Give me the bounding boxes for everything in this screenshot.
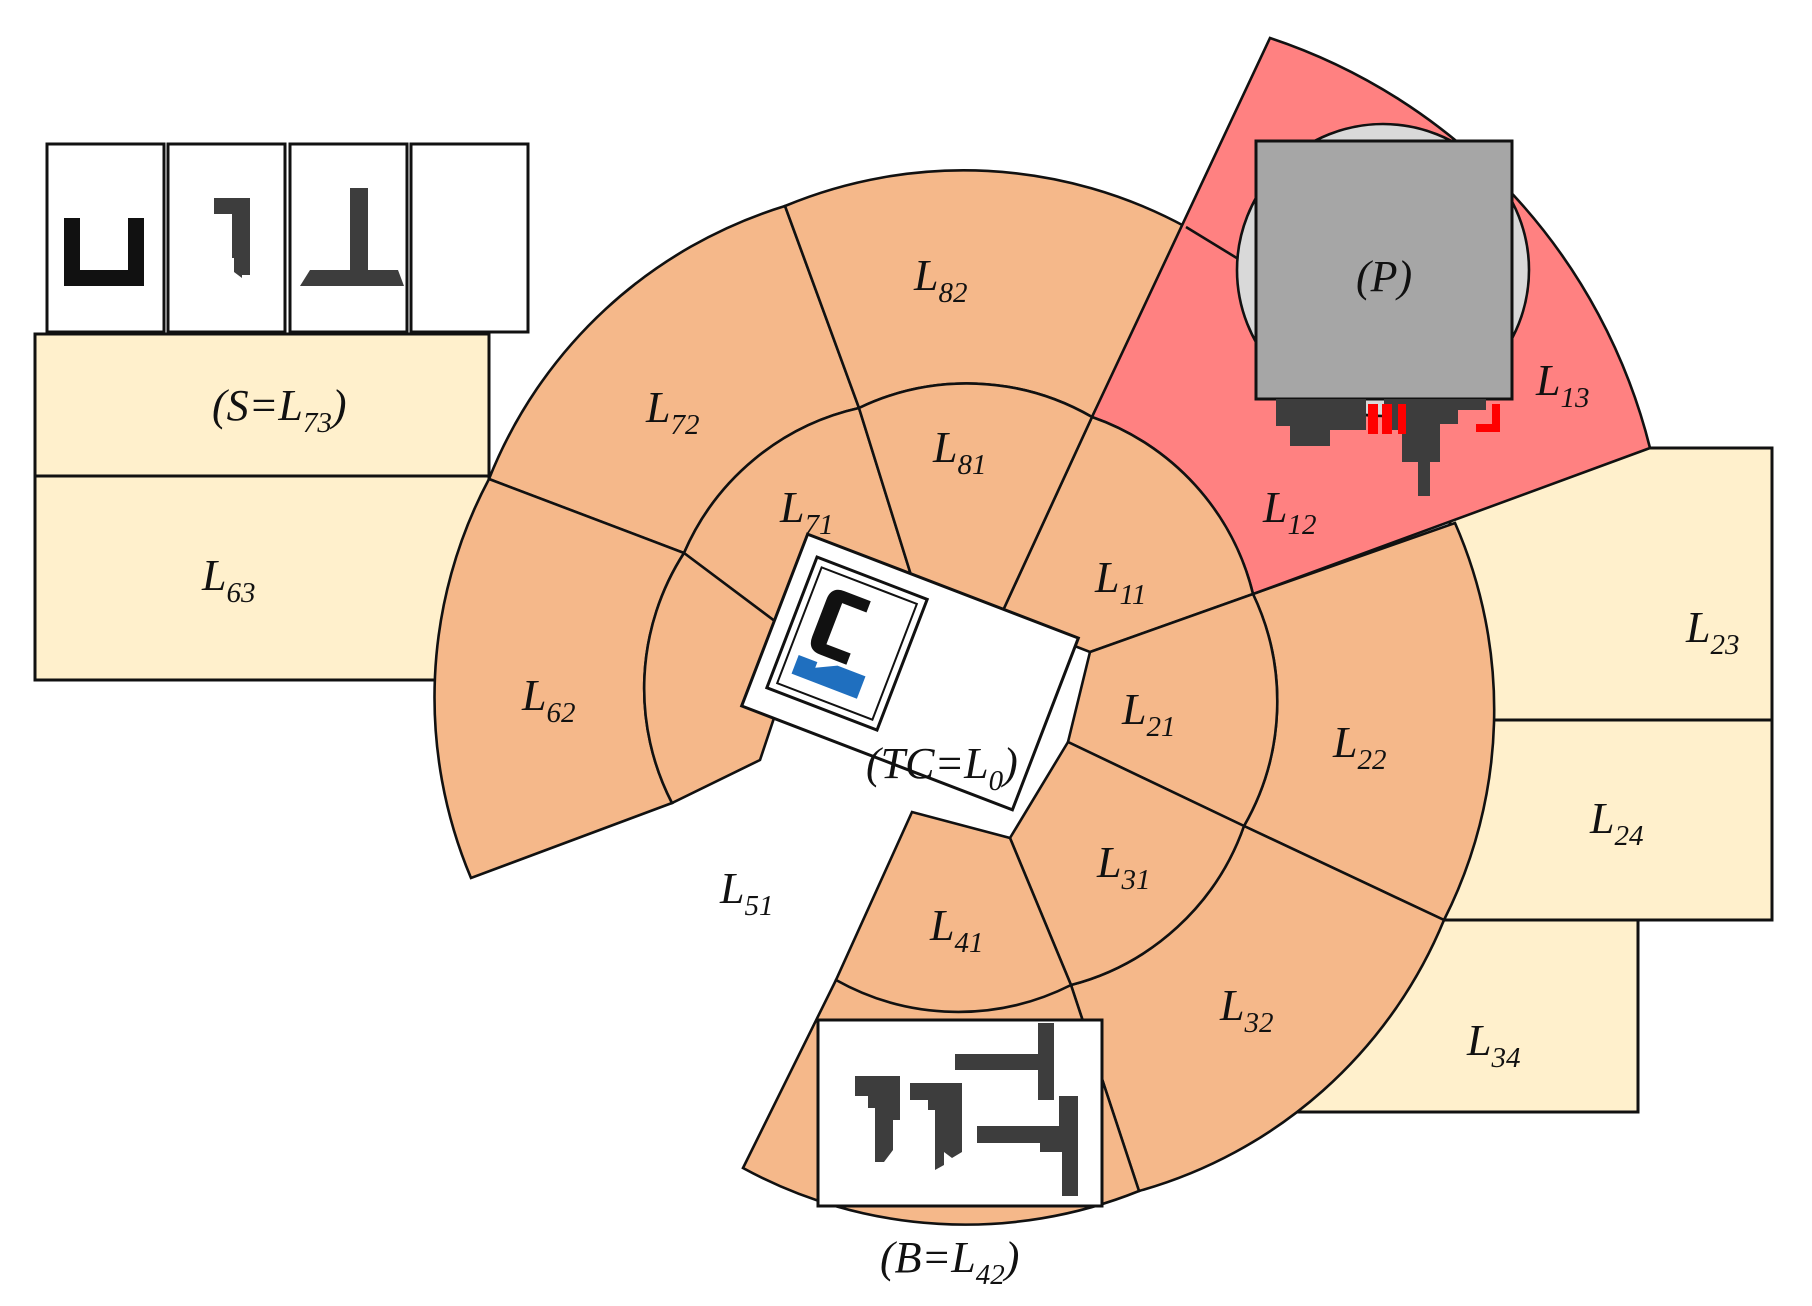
label-l23: L23 xyxy=(1685,603,1739,661)
label-l82: L82 xyxy=(913,251,967,309)
buffer-station xyxy=(816,1018,1104,1208)
sensor-red-2 xyxy=(1382,404,1392,434)
buffer-part-3 xyxy=(955,1023,1054,1100)
storage-bins xyxy=(45,142,530,334)
label-press: (P) xyxy=(1356,252,1412,301)
label-l51: L51 xyxy=(719,864,773,922)
label-l34: L34 xyxy=(1466,1016,1520,1074)
sensor-red-4 xyxy=(1492,404,1500,432)
label-l24: L24 xyxy=(1589,794,1643,852)
camera-icon xyxy=(791,654,866,699)
sensor-red-1 xyxy=(1368,404,1378,434)
tool-changer xyxy=(739,532,1081,812)
press-station xyxy=(1235,122,1531,496)
label-l13: L13 xyxy=(1535,356,1589,414)
bin-4 xyxy=(409,142,530,334)
label-l41: L41 xyxy=(929,901,983,959)
t-part-icon xyxy=(300,188,404,286)
label-l72: L72 xyxy=(645,383,699,441)
label-tool-changer: (TC=L0) xyxy=(866,739,1018,797)
label-l81: L81 xyxy=(932,423,986,481)
label-l71: L71 xyxy=(779,483,833,541)
inner-ring xyxy=(642,382,1279,1014)
label-l63: L63 xyxy=(201,551,255,609)
label-l31: L31 xyxy=(1096,838,1150,896)
press-part-right xyxy=(1384,399,1486,496)
zone-l63 xyxy=(33,474,491,682)
station-labels: (P) (TC=L0) (S=L73) (B=L42) xyxy=(212,252,1412,1291)
tool-changer-frame-inner xyxy=(775,566,919,721)
bracket-part-icon xyxy=(214,198,250,278)
label-buffer: (B=L42) xyxy=(880,1233,1019,1291)
sensor-red-3 xyxy=(1398,404,1406,434)
buffer-part-4 xyxy=(977,1096,1078,1196)
label-l32: L32 xyxy=(1219,981,1273,1039)
outer-ring xyxy=(433,169,1496,1226)
buffer-part-1 xyxy=(855,1076,900,1162)
bin-2 xyxy=(166,142,287,334)
label-storage: (S=L73) xyxy=(212,381,346,439)
buffer-part-2 xyxy=(910,1083,962,1170)
sensor-red-5 xyxy=(1476,424,1498,432)
u-part-icon xyxy=(64,218,144,286)
tool-changer-frame-outer xyxy=(764,555,930,732)
zone-l61-inner xyxy=(642,551,802,805)
zone-l81 xyxy=(857,382,1094,622)
zone-l41 xyxy=(834,810,1073,1014)
label-l21: L21 xyxy=(1121,685,1175,743)
label-l62: L62 xyxy=(521,671,575,729)
label-l11: L11 xyxy=(1094,553,1146,611)
label-l22: L22 xyxy=(1332,718,1386,776)
press-part-left xyxy=(1276,399,1366,446)
bin-3 xyxy=(288,142,409,334)
zone-labels: L11 L12 L13 L21 L22 L23 L24 L31 L32 L34 … xyxy=(201,251,1739,1074)
label-l12: L12 xyxy=(1262,483,1316,541)
zone-l73 xyxy=(33,332,491,478)
gripper-icon xyxy=(810,589,871,665)
press-zone-divider xyxy=(1185,225,1241,262)
